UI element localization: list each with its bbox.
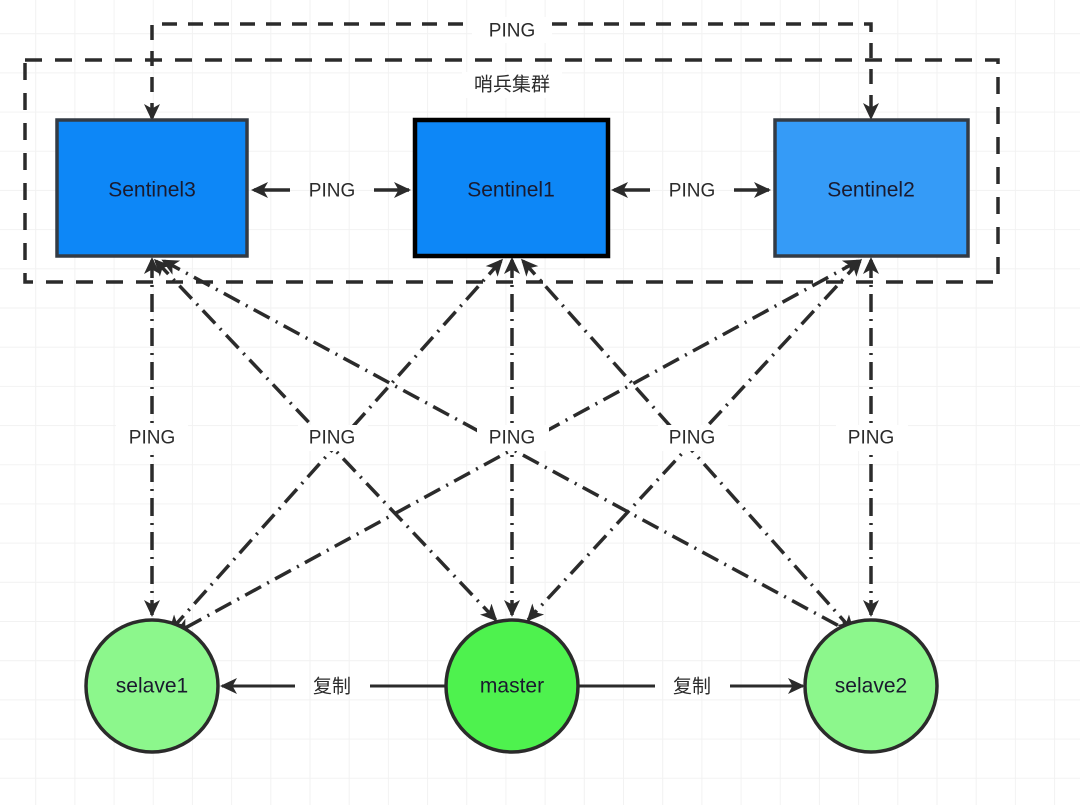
sentinel2-rect [773,118,970,258]
edge-sentinel3-sentinel1[interactable]: PING [251,181,411,202]
cluster-label-bg [462,72,562,98]
selave2-circle [803,618,939,754]
edge-label-sentinel3-sentinel1: PING [309,181,355,202]
redis-node-master[interactable]: master [444,618,580,754]
sentinel-node-sentinel2[interactable]: Sentinel2 [773,118,970,258]
redis-node-selave1[interactable]: selave1 [84,618,220,754]
sentinel1-rect [412,117,611,259]
sentinel-node-sentinel3[interactable]: Sentinel3 [55,118,249,258]
edge-label-sentinel1-sentinel2: PING [669,181,715,202]
edge-label-replication-2: 复制 [673,676,711,698]
edge-label-replication-1: 复制 [313,676,351,698]
edge-label-ping-2: PING [309,428,355,449]
edge-master-selave2[interactable]: 复制 [578,676,805,698]
edge-label-ping-4: PING [669,428,715,449]
outer-ping-label-bg [472,17,552,43]
sentinel3-rect [55,118,249,258]
sentinel-node-sentinel1[interactable]: Sentinel1 [412,117,611,259]
monitor-link-labels: PING PING PING PING PING [116,425,908,451]
redis-node-selave2[interactable]: selave2 [803,618,939,754]
edge-label-ping-5: PING [848,428,894,449]
edge-outer-ping[interactable]: PING [144,17,879,121]
master-circle [444,618,580,754]
edge-label-ping-3: PING [489,428,535,449]
edge-label-ping-1: PING [129,428,175,449]
selave1-circle [84,618,220,754]
edge-master-selave1[interactable]: 复制 [220,676,446,698]
edge-label-outer-ping: PING [489,21,535,42]
cluster-title: 哨兵集群 [474,74,550,96]
edge-sentinel1-sentinel2[interactable]: PING [611,181,771,202]
